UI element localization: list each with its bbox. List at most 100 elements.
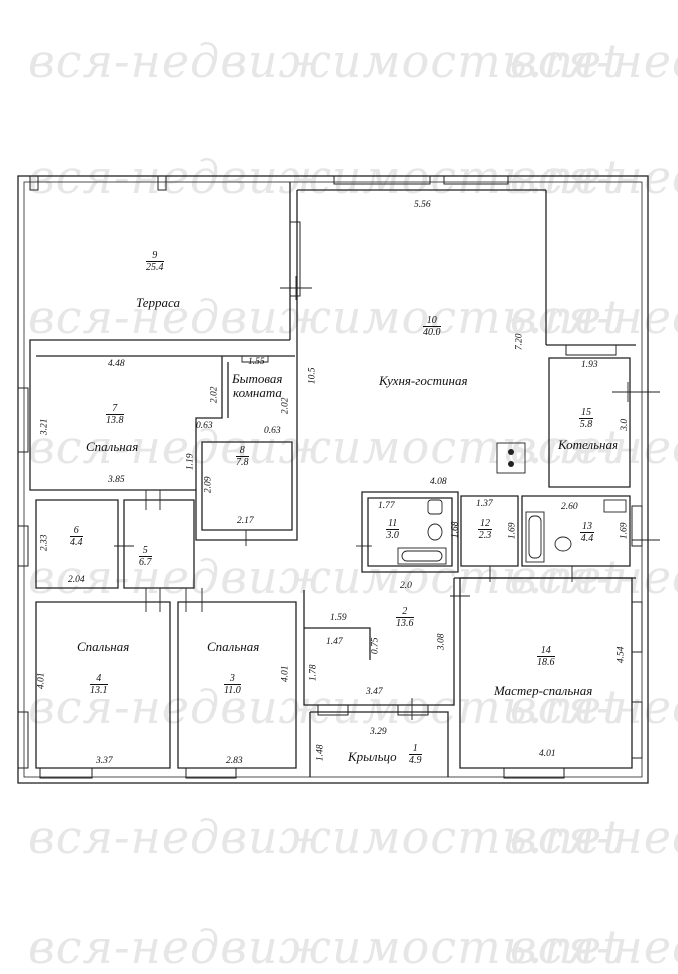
door-marks [114, 276, 660, 720]
room-name-bedroom-7: Спальная [86, 439, 139, 454]
dimension-label: 4.08 [430, 477, 447, 487]
outer-walls [17, 175, 649, 784]
room-number: 5 [139, 546, 152, 557]
dimension-label: 10.5 [307, 367, 318, 385]
dimension-label: 4.54 [616, 646, 627, 664]
windows [17, 175, 643, 779]
room-area: 6.7 [139, 557, 152, 568]
room-name-kitchen-living: Кухня-гостиная [379, 373, 468, 388]
room-number: 6 [70, 526, 83, 537]
room-number: 13 [580, 521, 594, 533]
room-area: 13.1 [90, 685, 108, 696]
room-area: 25.4 [146, 262, 164, 273]
room-name-utility-2: комната [233, 385, 282, 400]
room-number: 15 [579, 407, 593, 419]
dimension-label: 1.48 [315, 744, 326, 762]
dimension-label: 2.0 [400, 581, 412, 591]
dimension-label: 2.09 [203, 476, 214, 494]
stove-burners [508, 449, 514, 467]
dimension-label: 1.93 [581, 360, 598, 370]
room-area: 11.0 [224, 685, 241, 696]
room-area: 13.6 [396, 618, 414, 629]
room-name-boiler: Котельная [558, 437, 619, 452]
dimension-label: 3.29 [370, 727, 387, 737]
dimension-label: 4.01 [539, 749, 556, 759]
room-name-utility-1: Бытовая [232, 371, 283, 386]
room-number: 12 [478, 518, 492, 530]
room-number: 14 [537, 646, 555, 657]
room-number: 4 [90, 674, 108, 685]
fixtures [397, 442, 627, 565]
room-area: 40.0 [423, 327, 441, 338]
dimension-label: 4.01 [36, 672, 47, 690]
room-number: 2 [396, 607, 414, 618]
dimension-label: 1.59 [330, 613, 347, 623]
room-area: 4.4 [70, 537, 83, 548]
dimension-label: 3.21 [39, 418, 50, 436]
dimension-label: 1.19 [185, 453, 196, 471]
dimension-label: 2.02 [209, 386, 220, 404]
room-area: 5.8 [579, 419, 593, 430]
room-area: 7.8 [236, 457, 249, 468]
room-area: 13.8 [106, 415, 124, 426]
dimension-label: 2.60 [561, 502, 578, 512]
room-name-master-bedroom: Мастер-спальная [494, 683, 593, 698]
dimension-label: 2.02 [280, 397, 291, 415]
dimension-label: 3.85 [108, 475, 125, 485]
room-area: 3.0 [386, 530, 399, 541]
dimension-label: 1.69 [619, 522, 630, 540]
dimension-label: 2.04 [68, 575, 85, 585]
room-number: 10 [423, 316, 441, 327]
dimension-label: 1.37 [476, 499, 493, 509]
interior-walls [29, 182, 636, 777]
room-number: 7 [106, 404, 124, 415]
room-name-porch: Крыльцо [348, 749, 397, 764]
dimension-label: 3.47 [366, 687, 383, 697]
dimension-label: 2.17 [237, 516, 254, 526]
room-number: 3 [224, 674, 241, 685]
room-number: 8 [236, 446, 249, 457]
room-number: 1 [409, 744, 422, 755]
dimension-label: 2.83 [226, 756, 243, 766]
room-name-terrace: Терраса [136, 295, 180, 310]
room-area: 2.3 [478, 530, 492, 541]
dimension-label: 3.37 [96, 756, 113, 766]
dimension-label: 0.75 [370, 637, 381, 655]
room-name-bedroom-3: Спальная [207, 639, 260, 654]
dimension-label: 1.68 [450, 521, 461, 539]
dimension-label: 1.55 [248, 357, 265, 367]
room-area: 4.9 [409, 755, 422, 766]
room-area: 4.4 [580, 533, 594, 544]
dimension-label: 0.63 [264, 426, 281, 436]
room-area: 18.6 [537, 657, 555, 668]
dimension-label: 3.08 [436, 633, 447, 651]
dimension-label: 2.33 [39, 534, 50, 552]
room-number: 9 [146, 251, 164, 262]
dimension-label: 1.78 [308, 664, 319, 682]
room-name-bedroom-4: Спальная [77, 639, 130, 654]
dimension-label: 5.56 [414, 200, 431, 210]
dimension-label: 1.69 [507, 522, 518, 540]
dimension-label: 1.77 [378, 501, 395, 511]
dimension-label: 7.20 [514, 333, 525, 351]
dimension-label: 4.01 [280, 665, 291, 683]
dimension-label: 3.0 [620, 418, 631, 431]
dimension-label: 4.48 [108, 359, 125, 369]
room-number: 11 [386, 518, 400, 530]
